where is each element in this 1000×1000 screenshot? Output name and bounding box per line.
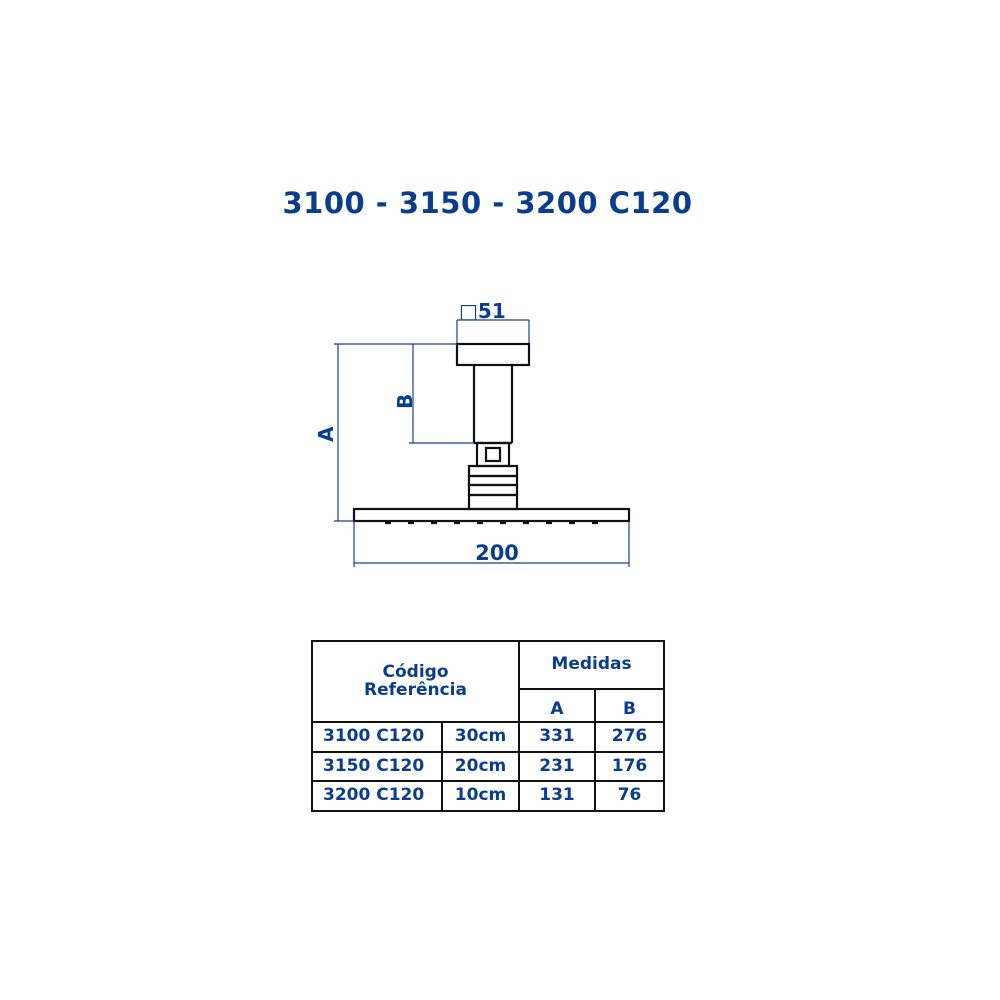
- dimension-a: [334, 343, 457, 522]
- header-measures: Medidas: [518, 640, 666, 690]
- page-title: 3100 - 3150 - 3200 C120: [282, 186, 693, 220]
- table-row: 3200 C120 10cm 131 76: [311, 780, 666, 812]
- row-length: 20cm: [440, 750, 521, 783]
- pipe-section-dimension: [456, 319, 530, 344]
- row-b: 276: [594, 721, 666, 753]
- header-code-reference: Código Referência: [310, 640, 521, 723]
- row-b: 176: [594, 750, 666, 783]
- dimension-b-label: B: [393, 394, 417, 409]
- shower-pipe: [472, 365, 514, 445]
- pipe-section-label: □51: [459, 299, 506, 323]
- row-length: 30cm: [440, 721, 521, 753]
- shower-head-plate: [352, 507, 631, 523]
- row-code: 3100 C120: [311, 721, 443, 753]
- row-code: 3150 C120: [311, 750, 443, 783]
- row-a: 131: [518, 780, 597, 812]
- row-a: 231: [518, 750, 597, 783]
- ceiling-flange: [455, 342, 531, 367]
- width-dimension: [353, 521, 630, 567]
- row-length: 10cm: [440, 780, 521, 812]
- dimension-b: [409, 344, 474, 444]
- dimension-a-label: A: [314, 426, 338, 442]
- measurements-table: Código Referência Medidas A B 3100 C120 …: [310, 640, 666, 812]
- table-row: 3150 C120 20cm 231 176: [311, 750, 666, 783]
- header-col-a: A: [518, 688, 597, 723]
- row-b: 76: [594, 780, 666, 812]
- width-label: 200: [475, 541, 519, 565]
- swivel-connector: [467, 441, 519, 511]
- row-a: 331: [518, 721, 597, 753]
- row-code: 3200 C120: [311, 780, 443, 812]
- header-col-b: B: [594, 688, 666, 723]
- table-row: 3100 C120 30cm 331 276: [311, 721, 666, 753]
